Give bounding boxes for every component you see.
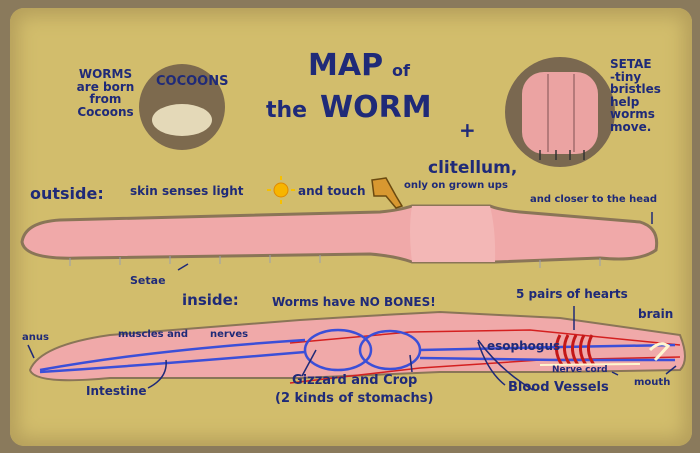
stomachs-label: (2 kinds of stomachs) <box>275 391 434 406</box>
setae-line2: -tiny <box>610 69 642 84</box>
clitellum-label: clitellum, <box>428 158 518 178</box>
blood-vessels <box>289 329 681 384</box>
brain <box>648 342 671 362</box>
intestine-label: Intestine <box>86 384 147 398</box>
intro-line3: from <box>89 92 122 107</box>
inside-worm <box>28 310 686 384</box>
sun-icon <box>267 176 295 204</box>
title-of: of <box>392 61 410 80</box>
grown-ups-label: only on grown ups <box>404 180 508 191</box>
brain-label: brain <box>638 307 674 321</box>
touch-label: and touch <box>298 184 366 198</box>
setae-label: Setae <box>130 274 166 287</box>
intro-line2: are born <box>76 79 135 94</box>
setae-line4: help <box>610 94 640 109</box>
plus-sign: + <box>459 118 476 142</box>
setae-closeup-image <box>505 57 615 167</box>
nerve-cord-label: Nerve cord <box>552 365 608 375</box>
setae-line6: move. <box>610 119 652 134</box>
nerves-label: nerves <box>210 329 249 340</box>
intro-line1: WORMS <box>78 67 133 81</box>
leader-lines <box>27 212 677 391</box>
closer-label: and closer to the head <box>530 194 657 205</box>
outside-heading: outside: <box>30 184 104 203</box>
outside-worm <box>20 204 659 268</box>
blood-vessels-label: Blood Vessels <box>508 380 609 395</box>
intro-line4: Cocoons <box>77 104 134 119</box>
muscles-label: muscles and <box>118 329 189 340</box>
hearts-label: 5 pairs of hearts <box>516 287 628 301</box>
intro-note: WORMS are born from Cocoons <box>68 68 143 118</box>
title-worm: WORM <box>320 90 432 125</box>
gizzard-label: Gizzard and Crop <box>292 373 418 388</box>
hearts <box>555 334 596 366</box>
setae-line1: SETAE <box>610 57 652 71</box>
skin-label: skin senses light <box>130 184 244 198</box>
setae-line5: worms <box>610 107 655 122</box>
anus-label: anus <box>22 332 49 343</box>
cocoons-image <box>139 64 225 150</box>
esophogus-label: esophogus <box>487 339 561 353</box>
title-the: the <box>266 98 308 123</box>
mouth-label: mouth <box>634 377 671 388</box>
cocoons-label: COCOONS <box>156 74 229 89</box>
setae-note: SETAE -tiny bristles help worms move. <box>610 58 661 134</box>
no-bones-label: Worms have NO BONES! <box>272 295 436 309</box>
pointing-hand-icon <box>371 177 404 209</box>
setae-line3: bristles <box>610 82 661 97</box>
title-map: MAP <box>308 48 384 83</box>
nerve-cord <box>539 363 641 366</box>
inside-heading: inside: <box>182 291 239 309</box>
